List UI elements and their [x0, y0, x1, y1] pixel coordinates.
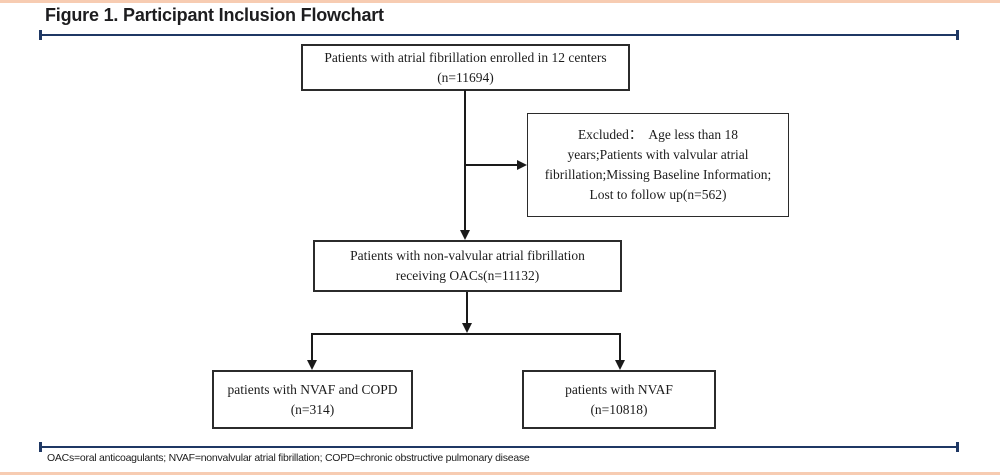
box-excluded-line-4: Lost to follow up(n=562) — [589, 187, 727, 203]
arrowhead-down-copd-icon — [307, 360, 317, 370]
bottom-rule-right-tick — [956, 442, 959, 452]
top-accent-line — [0, 0, 1000, 3]
box-nvaf-copd-line-2: (n=314) — [290, 401, 335, 417]
box-nvaf-copd-line-1: patients with NVAF and COPD — [227, 381, 398, 397]
box-excluded-line-1: Excluded： Age less than 18 — [577, 126, 739, 142]
box-enrolled-patients: Patients with atrial fibrillation enroll… — [301, 44, 630, 91]
bottom-rule-left-tick — [39, 442, 42, 452]
bottom-accent-line — [0, 472, 1000, 475]
box-nvaf-only: patients with NVAF (n=10818) — [522, 370, 716, 429]
connector-drop-right — [619, 333, 621, 360]
arrowhead-down-nvaf-icon — [615, 360, 625, 370]
arrowhead-right-excluded-icon — [517, 160, 527, 170]
abbreviations-footnote: OACs=oral anticoagulants; NVAF=nonvalvul… — [47, 452, 530, 464]
box-nvaf-oacs-line-2: receiving OACs(n=11132) — [395, 268, 540, 283]
top-rule-left-tick — [39, 30, 42, 40]
bottom-rule — [39, 442, 959, 452]
box-excluded-line-2: years;Patients with valvular atrial — [567, 146, 749, 162]
box-nvaf-copd: patients with NVAF and COPD (n=314) — [212, 370, 413, 429]
connector-branch-horizontal — [311, 333, 621, 335]
connector-oacs-to-branch — [466, 292, 468, 324]
top-rule-right-tick — [956, 30, 959, 40]
box-nvaf-only-line-2: (n=10818) — [590, 401, 648, 417]
box-nvaf-oacs: Patients with non-valvular atrial fibril… — [313, 240, 622, 292]
box-enrolled-line-2: (n=11694) — [437, 69, 494, 85]
connector-drop-left — [311, 333, 313, 360]
box-nvaf-oacs-line-1: Patients with non-valvular atrial fibril… — [350, 248, 585, 264]
connector-enrolled-to-oacs — [464, 90, 466, 231]
connector-to-excluded — [465, 164, 517, 166]
box-excluded: Excluded： Age less than 18 years;Patient… — [527, 113, 789, 217]
box-enrolled-line-1: Patients with atrial fibrillation enroll… — [324, 49, 607, 65]
figure-title: Figure 1. Participant Inclusion Flowchar… — [45, 5, 384, 25]
arrowhead-down-branch-icon — [462, 323, 472, 333]
box-excluded-line-3: fibrillation;Missing Baseline Informatio… — [544, 167, 772, 182]
box-nvaf-only-line-1: patients with NVAF — [565, 381, 673, 397]
top-rule — [39, 30, 959, 40]
arrowhead-down-oacs-icon — [460, 230, 470, 240]
